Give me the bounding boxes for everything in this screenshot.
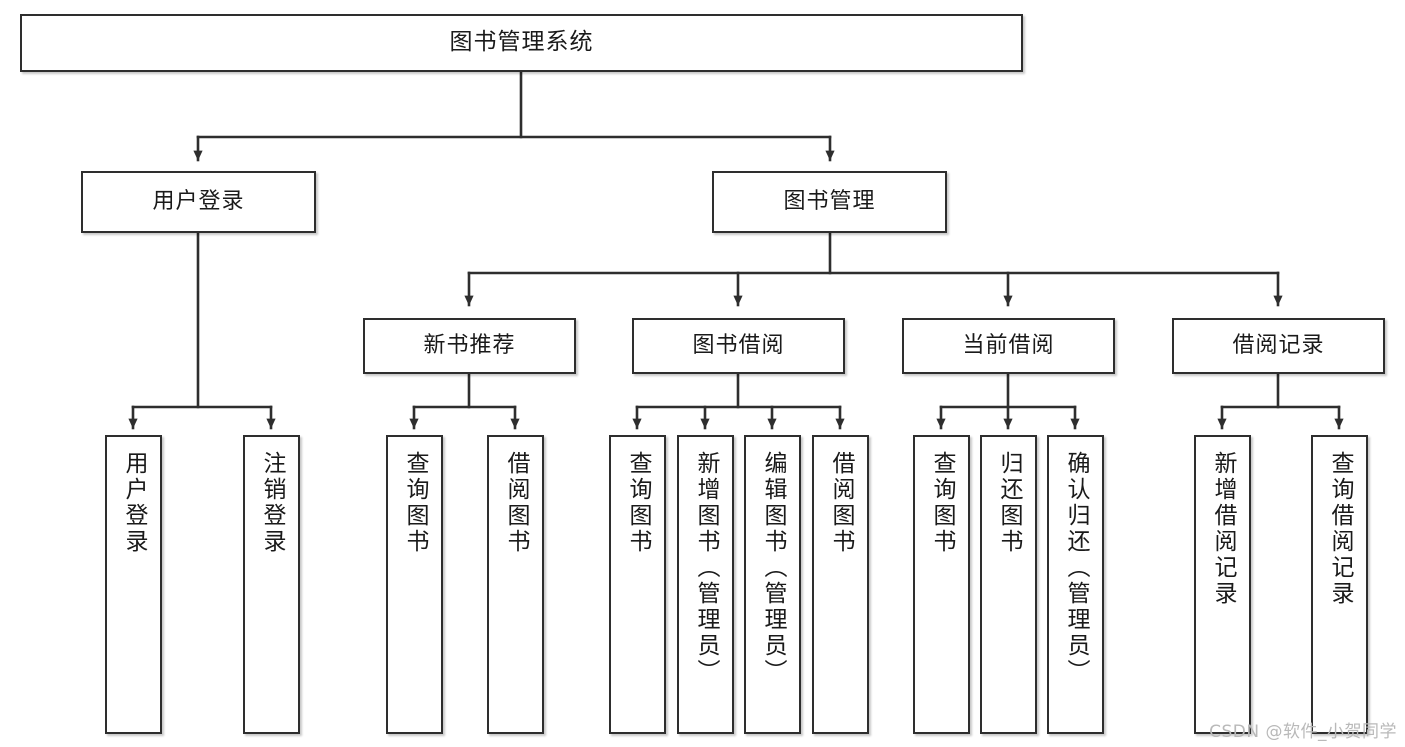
node-leaf-add-record[interactable]: 新增借阅记录 [1194, 435, 1251, 734]
node-leaf-logout[interactable]: 注销登录 [243, 435, 300, 734]
node-leaf-add-record-label: 新增借阅记录 [1210, 451, 1236, 607]
node-user-login[interactable]: 用户登录 [81, 171, 316, 233]
node-leaf-query-book-3-label: 查询图书 [929, 451, 955, 555]
node-book-borrow-label: 图书借阅 [692, 332, 785, 358]
node-new-book-recommend[interactable]: 新书推荐 [363, 318, 576, 374]
node-leaf-borrow-book-2[interactable]: 借阅图书 [812, 435, 869, 734]
node-leaf-add-book-label: 新增图书（管理员） [693, 451, 719, 685]
node-borrow-record[interactable]: 借阅记录 [1172, 318, 1385, 374]
node-leaf-user-login-label: 用户登录 [121, 451, 147, 555]
node-leaf-query-book-2-label: 查询图书 [625, 451, 651, 555]
node-leaf-query-book-2[interactable]: 查询图书 [609, 435, 666, 734]
node-leaf-edit-book-label: 编辑图书（管理员） [760, 451, 786, 685]
node-current-borrow-label: 当前借阅 [962, 332, 1055, 358]
node-new-book-recommend-label: 新书推荐 [423, 332, 516, 358]
node-leaf-logout-label: 注销登录 [259, 451, 285, 555]
node-leaf-add-book[interactable]: 新增图书（管理员） [677, 435, 734, 734]
node-borrow-record-label: 借阅记录 [1232, 332, 1325, 358]
node-book-manage[interactable]: 图书管理 [712, 171, 947, 233]
node-leaf-confirm-return-label: 确认归还（管理员） [1063, 451, 1089, 685]
node-leaf-return-book-label: 归还图书 [996, 451, 1022, 555]
node-leaf-borrow-book-1-label: 借阅图书 [503, 451, 529, 555]
node-leaf-borrow-book-2-label: 借阅图书 [828, 451, 854, 555]
node-leaf-query-record-label: 查询借阅记录 [1327, 451, 1353, 607]
node-root[interactable]: 图书管理系统 [20, 14, 1023, 72]
node-leaf-user-login[interactable]: 用户登录 [105, 435, 162, 734]
node-leaf-borrow-book-1[interactable]: 借阅图书 [487, 435, 544, 734]
node-leaf-query-book-3[interactable]: 查询图书 [913, 435, 970, 734]
node-leaf-query-record[interactable]: 查询借阅记录 [1311, 435, 1368, 734]
node-user-login-label: 用户登录 [152, 188, 245, 214]
node-leaf-return-book[interactable]: 归还图书 [980, 435, 1037, 734]
node-leaf-query-book-1-label: 查询图书 [402, 451, 428, 555]
node-leaf-edit-book[interactable]: 编辑图书（管理员） [744, 435, 801, 734]
node-book-manage-label: 图书管理 [783, 188, 876, 214]
node-leaf-query-book-1[interactable]: 查询图书 [386, 435, 443, 734]
node-book-borrow[interactable]: 图书借阅 [632, 318, 845, 374]
watermark-text: CSDN @软件_小贺同学 [1209, 722, 1397, 742]
node-root-label: 图书管理系统 [449, 29, 594, 56]
node-current-borrow[interactable]: 当前借阅 [902, 318, 1115, 374]
node-leaf-confirm-return[interactable]: 确认归还（管理员） [1047, 435, 1104, 734]
